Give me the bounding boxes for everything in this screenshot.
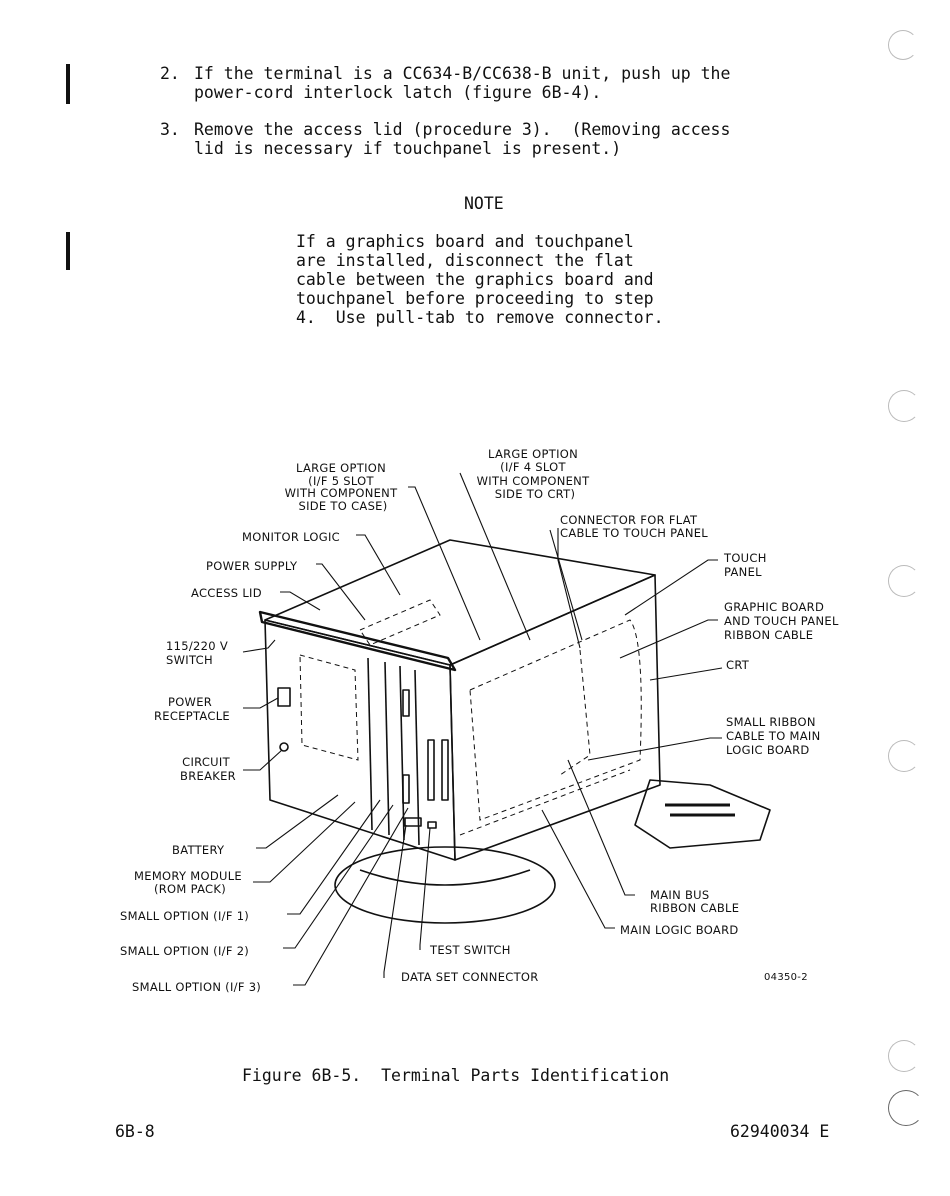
step-number: 3. <box>160 120 180 139</box>
step-number: 2. <box>160 64 180 83</box>
binder-hole-mark <box>888 1040 920 1072</box>
step-text-line: If the terminal is a CC634-B/CC638-B uni… <box>194 64 731 83</box>
slot-connector <box>402 689 410 717</box>
leader-line <box>283 804 394 949</box>
leader-line <box>243 749 283 771</box>
power-receptacle-shape <box>277 687 291 707</box>
leader-line <box>356 534 401 596</box>
note-line: If a graphics board and touchpanel <box>296 232 634 251</box>
label-crt: CRT <box>726 658 750 672</box>
label-main-logic-board: MAIN LOGIC BOARD <box>620 923 739 937</box>
pedestal-base <box>334 846 556 924</box>
leader-line <box>587 737 722 761</box>
hidden-power-supply <box>299 654 359 761</box>
leader-line <box>619 619 718 659</box>
step-text-line: Remove the access lid (procedure 3). (Re… <box>194 120 731 139</box>
label-connector-flat-cable: CONNECTOR FOR FLAT CABLE TO TOUCH PANEL <box>560 513 708 540</box>
note-line: are installed, disconnect the flat <box>296 251 634 270</box>
leader-line <box>408 486 481 641</box>
step-2: 2. If the terminal is a CC634-B/CC638-B … <box>160 64 840 102</box>
option-board <box>367 657 373 831</box>
cabinet-front <box>264 619 456 861</box>
note-body: If a graphics board and touchpanel are i… <box>296 232 726 327</box>
drawing-number: 04350-2 <box>764 972 808 983</box>
test-switch-shape <box>427 821 437 829</box>
pedestal-neck <box>359 869 531 886</box>
leader-line <box>567 759 635 896</box>
label-small-option-1: SMALL OPTION (I/F 1) <box>120 909 249 923</box>
hidden-ribbon-cable <box>559 649 591 776</box>
leader-line <box>293 807 409 986</box>
label-main-bus-ribbon: MAIN BUS RIBBON CABLE <box>650 888 739 915</box>
label-power-supply: POWER SUPPLY <box>206 559 298 573</box>
leader-line <box>557 528 581 649</box>
label-circuit-breaker: CIRCUIT BREAKER <box>180 755 236 783</box>
data-set-connector-shape <box>404 817 422 827</box>
leader-line <box>253 801 356 883</box>
label-monitor-logic: MONITOR LOGIC <box>242 530 340 544</box>
leader-line <box>287 799 381 915</box>
label-small-option-2: SMALL OPTION (I/F 2) <box>120 944 249 958</box>
label-data-set-connector: DATA SET CONNECTOR <box>401 970 539 984</box>
label-large-option-4: LARGE OPTION (I/F 4 SLOT WITH COMPONENT … <box>477 447 594 501</box>
label-large-option-5: LARGE OPTION (I/F 5 SLOT WITH COMPONENT … <box>285 461 402 513</box>
note-line: 4. Use pull-tab to remove connector. <box>296 308 664 327</box>
binder-hole-mark <box>888 30 918 60</box>
cabinet-top <box>264 539 656 666</box>
keyboard <box>634 779 771 849</box>
option-board <box>414 669 420 846</box>
hidden-monitor-logic <box>359 599 441 646</box>
leader-line <box>316 563 366 621</box>
leader-line <box>541 809 615 929</box>
label-test-switch: TEST SWITCH <box>429 943 511 957</box>
note-line: touchpanel before proceeding to step <box>296 289 654 308</box>
note-line: cable between the graphics board and <box>296 270 654 289</box>
note-title: NOTE <box>464 194 504 213</box>
slot-connector <box>441 739 449 801</box>
label-touch-panel: TOUCH PANEL <box>723 551 771 579</box>
option-board <box>399 665 405 841</box>
leader-line <box>649 667 723 681</box>
binder-hole-mark <box>888 565 920 597</box>
terminal-parts-diagram: LARGE OPTION (I/F 5 SLOT WITH COMPONENT … <box>120 447 843 994</box>
slot-connector <box>427 739 435 801</box>
hidden-main-logic-board <box>459 769 631 836</box>
change-bar <box>66 64 70 104</box>
hidden-crt-outline <box>469 619 642 821</box>
leader-line <box>256 794 339 849</box>
leader-line <box>549 529 583 641</box>
label-battery: BATTERY <box>172 843 225 857</box>
label-access-lid: ACCESS LID <box>191 586 262 600</box>
binder-hole-mark <box>888 1090 924 1126</box>
leader-line <box>280 591 321 611</box>
step-3: 3. Remove the access lid (procedure 3). … <box>160 120 840 158</box>
access-lid <box>258 610 457 672</box>
cabinet-right-side <box>449 574 661 861</box>
leader-line <box>459 472 531 641</box>
leader-line <box>243 697 279 709</box>
binder-hole-mark <box>888 390 920 422</box>
page-number: 6B-8 <box>115 1122 155 1141</box>
change-bar <box>66 232 70 270</box>
slot-connector <box>402 774 410 804</box>
leader-line <box>624 559 718 616</box>
binder-hole-mark <box>888 740 920 772</box>
label-small-ribbon-cable: SMALL RIBBON CABLE TO MAIN LOGIC BOARD <box>726 715 825 757</box>
figure-caption: Figure 6B-5. Terminal Parts Identificati… <box>242 1066 670 1085</box>
keyboard-keys <box>665 803 735 817</box>
document-number: 62940034 E <box>730 1122 830 1141</box>
label-memory-module: MEMORY MODULE (ROM PACK) <box>134 869 246 896</box>
label-power-receptacle: POWER RECEPTACLE <box>154 695 230 723</box>
leader-line <box>383 824 407 978</box>
circuit-breaker-shape <box>279 742 289 752</box>
label-small-option-3: SMALL OPTION (I/F 3) <box>132 980 261 994</box>
option-board <box>384 661 390 836</box>
step-text-line: lid is necessary if touchpanel is presen… <box>194 139 622 158</box>
leader-line <box>419 827 431 950</box>
label-115-220-switch: 115/220 V SWITCH <box>166 639 232 667</box>
label-graphic-board: GRAPHIC BOARD AND TOUCH PANEL RIBBON CAB… <box>724 600 843 642</box>
leader-line <box>242 639 276 653</box>
step-text-line: power-cord interlock latch (figure 6B-4)… <box>194 83 602 102</box>
